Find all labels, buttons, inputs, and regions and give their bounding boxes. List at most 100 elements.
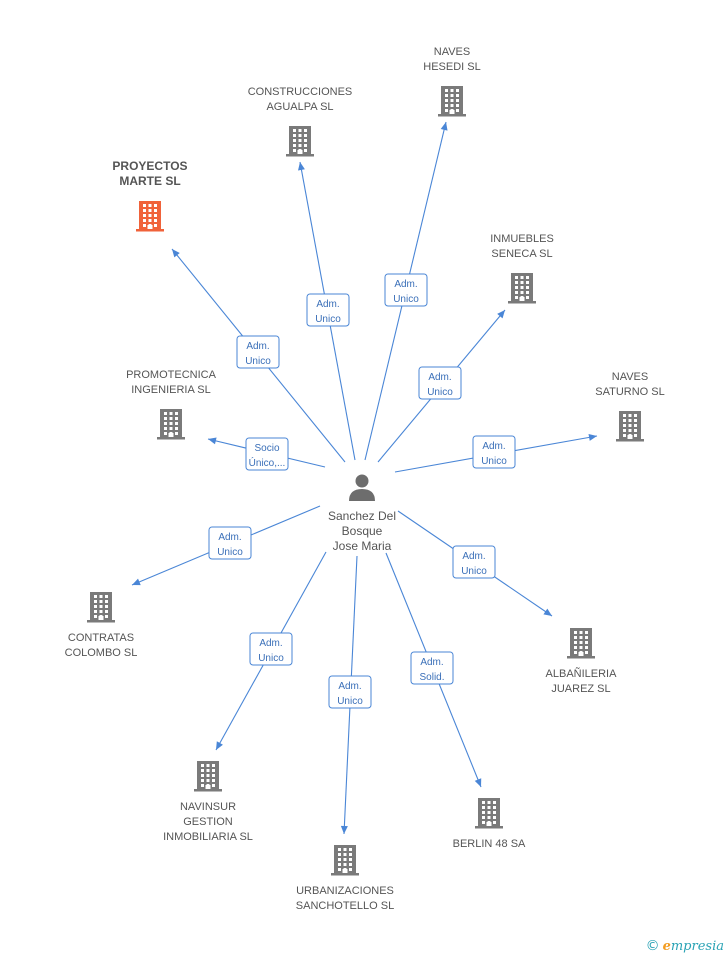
company-node-construcciones-agualpa[interactable]: CONSTRUCCIONES AGUALPA SL	[248, 86, 353, 157]
relation-box	[328, 675, 372, 709]
building-icon	[438, 86, 466, 117]
relation-text: Unico	[245, 356, 271, 367]
relation-text: Unico	[481, 456, 507, 467]
company-node-navinsur-gestion[interactable]: NAVINSUR GESTION INMOBILIARIA SL	[163, 761, 253, 843]
relation-text: Unico	[217, 547, 243, 558]
building-icon	[508, 273, 536, 304]
relation-label-proyectos-marte: Adm.Unico	[236, 335, 280, 369]
relation-label-construcciones-agualpa: Adm. Unico	[306, 293, 350, 327]
company-name-line[interactable]: INGENIERIA SL	[131, 384, 210, 396]
arrow-head	[340, 825, 348, 834]
company-node-promotecnica-ingenieria[interactable]: PROMOTECNICA INGENIERIA SL	[126, 369, 217, 440]
arrow-head	[172, 249, 180, 258]
company-node-naves-saturno[interactable]: NAVES SATURNO SL	[595, 371, 665, 442]
company-name-line[interactable]: MARTE SL	[119, 174, 180, 188]
relation-text: Unico	[461, 566, 487, 577]
company-name-line[interactable]: ALBAÑILERIA	[546, 667, 618, 680]
relation-text: Adm.	[259, 638, 282, 649]
building-icon	[616, 411, 644, 442]
relation-text: Unico	[427, 387, 453, 398]
relation-labels-layer: Adm.UnicoAdm.UnicoAdm.UnicoAdm.UnicoAdm.…	[208, 273, 516, 709]
relation-text: Único,...	[249, 456, 286, 469]
relation-label-urbanizaciones-sanchotello: Adm.Unico	[328, 675, 372, 709]
company-name-line[interactable]: HESEDI SL	[423, 61, 480, 73]
relation-label-berlin-48: Adm. Solid.	[410, 651, 454, 685]
relation-box	[410, 651, 454, 685]
relation-text: Adm.	[420, 657, 443, 668]
arrow-head	[440, 122, 448, 131]
relation-label-naves-hesedi: Adm. Unico	[384, 273, 428, 307]
company-name-line[interactable]: INMUEBLES	[490, 233, 554, 245]
relation-label-promotecnica-ingenieria: SocioÚnico,...	[245, 437, 289, 471]
arrow-head	[588, 433, 597, 441]
relation-box	[208, 526, 252, 560]
person-name-line[interactable]: Sanchez Del	[328, 509, 396, 523]
company-node-contratas-colombo[interactable]: CONTRATAS COLOMBO SL	[65, 592, 138, 659]
company-name-line[interactable]: SATURNO SL	[595, 386, 664, 398]
company-name-line[interactable]: NAVES	[434, 46, 470, 58]
arrow-head	[543, 608, 552, 616]
building-icon	[194, 761, 222, 792]
relation-box	[384, 273, 428, 307]
company-name-line[interactable]: NAVINSUR	[180, 801, 236, 813]
relation-text: Unico	[258, 653, 284, 664]
building-icon	[331, 845, 359, 876]
building-icon	[136, 201, 164, 232]
relation-box	[418, 366, 462, 400]
brand-initial: e	[662, 938, 671, 954]
company-name-line[interactable]: INMOBILIARIA SL	[163, 831, 253, 843]
company-name-line[interactable]: SANCHOTELLO SL	[296, 900, 394, 912]
company-name-line[interactable]: AGUALPA SL	[266, 101, 333, 113]
arrow-head	[298, 162, 305, 171]
brand-name: mpresia	[670, 938, 724, 954]
relation-label-naves-saturno: Adm.Unico	[472, 435, 516, 469]
relation-text: Unico	[315, 314, 341, 325]
relation-text: Adm.	[316, 299, 339, 310]
relation-box	[245, 437, 289, 471]
building-icon	[567, 628, 595, 659]
brand-logo: © empresia	[646, 938, 724, 954]
company-name-line[interactable]: PROMOTECNICA	[126, 369, 217, 381]
arrow-head	[208, 437, 217, 445]
company-name-line[interactable]: GESTION	[183, 816, 233, 828]
arrow-head	[132, 578, 141, 586]
relation-label-contratas-colombo: Adm. Unico	[208, 526, 252, 560]
copyright-symbol: ©	[645, 938, 660, 954]
company-name-line[interactable]: BERLIN 48 SA	[453, 838, 526, 850]
relation-box	[306, 293, 350, 327]
relation-text: Socio	[254, 443, 279, 454]
company-name-line[interactable]: COLOMBO SL	[65, 647, 138, 659]
company-node-inmuebles-seneca[interactable]: INMUEBLES SENECA SL	[490, 233, 554, 304]
relation-text: Unico	[393, 294, 419, 305]
person-name-line[interactable]: Jose Maria	[333, 539, 392, 553]
company-name-line[interactable]: SENECA SL	[491, 248, 552, 260]
relation-label-navinsur-gestion: Adm. Unico	[249, 632, 293, 666]
relation-text: Adm.	[394, 279, 417, 290]
company-node-berlin-48[interactable]: BERLIN 48 SA	[453, 798, 526, 850]
company-node-albanileria-juarez[interactable]: ALBAÑILERIA JUAREZ SL	[546, 628, 618, 695]
building-icon	[87, 592, 115, 623]
relation-text: Adm.	[218, 532, 241, 543]
relation-text: Solid.	[419, 672, 444, 683]
arrow-head	[497, 310, 505, 319]
relation-label-albanileria-juarez: Adm.Unico	[452, 545, 496, 579]
company-name-line[interactable]: URBANIZACIONES	[296, 885, 394, 897]
company-name-line[interactable]: JUAREZ SL	[551, 683, 610, 695]
relation-text: Unico	[337, 696, 363, 707]
company-node-naves-hesedi[interactable]: NAVES HESEDI SL	[423, 46, 481, 117]
company-name-line[interactable]: NAVES	[612, 371, 648, 383]
person-name-line[interactable]: Bosque	[342, 524, 383, 538]
relation-box	[236, 335, 280, 369]
company-name-line[interactable]: CONSTRUCCIONES	[248, 86, 353, 98]
building-icon	[475, 798, 503, 829]
company-name-line[interactable]: CONTRATAS	[68, 632, 134, 644]
company-node-urbanizaciones-sanchotello[interactable]: URBANIZACIONES SANCHOTELLO SL	[296, 845, 394, 912]
building-icon	[286, 126, 314, 157]
relation-box	[249, 632, 293, 666]
relation-box	[452, 545, 496, 579]
company-name-line[interactable]: PROYECTOS	[112, 159, 187, 173]
